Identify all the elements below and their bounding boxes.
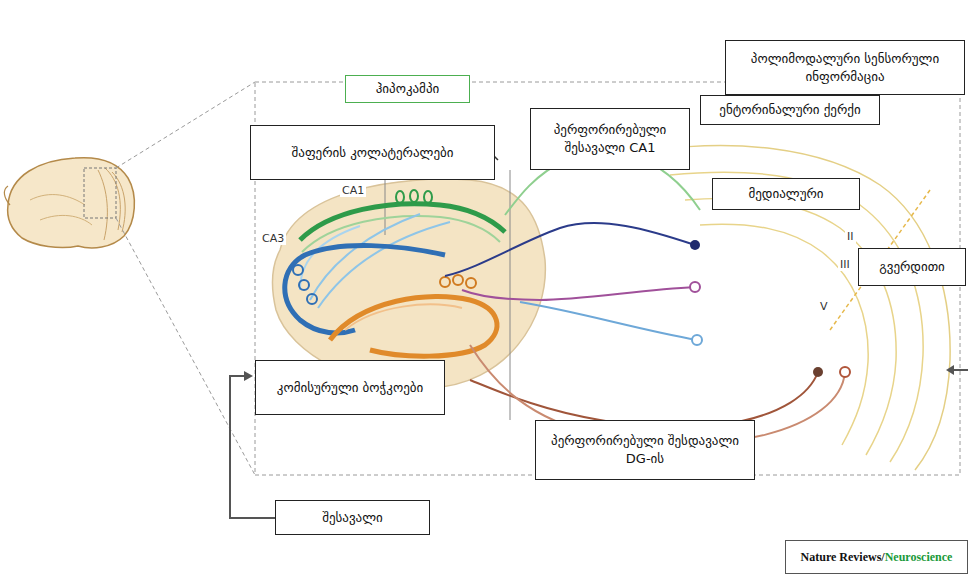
box-text: ჰიპოკამპი — [376, 80, 440, 98]
perforant-path — [445, 223, 695, 276]
cortex-layer — [670, 172, 923, 462]
mossy-fibre — [345, 304, 462, 330]
rat-brain — [8, 158, 135, 248]
cerebellum-folia — [98, 168, 125, 240]
pathway-box: კომისურული ბოჭკოები — [255, 360, 445, 415]
cortex-layer — [685, 198, 896, 455]
pathway-box: შაფერის კოლატერალები — [250, 125, 495, 180]
ca3-cell — [293, 265, 303, 275]
schaffer-fibre — [300, 226, 360, 290]
box-text: პერფორირებული შესდავალი DG-ის — [544, 432, 746, 467]
ec-cell — [813, 367, 823, 377]
zoom-line — [116, 218, 255, 475]
box-text: Neuroscience — [885, 550, 953, 565]
ca3-cells — [293, 265, 317, 304]
box-text: შაფერის კოლატერალები — [292, 144, 454, 162]
ec-cell — [840, 367, 850, 377]
region-label: CA3 — [260, 232, 286, 245]
box-text: შესავალი — [322, 509, 383, 527]
layer-label: II — [845, 230, 856, 243]
ca3-cell — [299, 280, 309, 290]
perforant-path — [520, 302, 697, 340]
ca1-cell — [396, 191, 404, 203]
cortex-layer — [700, 224, 868, 445]
dg-cells — [440, 275, 476, 288]
brain-gyri — [30, 195, 92, 225]
box-text: პოლიმოდალური სენსორული ინფორმაცია — [734, 50, 956, 85]
pathway-box: პერფორირებული შესავალი CA1 — [530, 108, 690, 170]
arrow-head — [244, 371, 253, 381]
ec-cell — [690, 282, 700, 292]
box-text: Nature Reviews/ — [801, 550, 885, 565]
zoom-line — [116, 82, 255, 168]
region-title: ჰიპოკამპი — [345, 75, 470, 103]
granule-cell — [440, 277, 450, 287]
layer-label: III — [838, 258, 852, 271]
input-box: შესავალი — [275, 500, 430, 535]
olfactory-bulb — [4, 186, 10, 205]
zoom-box — [84, 168, 116, 218]
ca3-layer — [285, 246, 445, 333]
ec-cell — [692, 335, 702, 345]
ca1-cells — [396, 190, 432, 203]
box-text: კომისურული ბოჭკოები — [277, 379, 423, 397]
arrow-head — [946, 365, 954, 375]
region-label: CA1 — [340, 184, 366, 197]
input-arrow — [952, 369, 968, 371]
ca3-cell — [307, 294, 317, 304]
granule-cell — [466, 278, 476, 288]
region-box: გვერდითი — [858, 248, 966, 286]
ca1-cell — [424, 191, 432, 203]
region-box: ენტორინალური ქერქი — [700, 95, 880, 125]
perforant-path — [462, 287, 695, 300]
box-text: პერფორირებული შესავალი CA1 — [539, 121, 681, 156]
hippocampus — [273, 179, 546, 388]
box-text: ენტორინალური ქერქი — [719, 101, 860, 119]
ec-cell — [690, 240, 700, 250]
box-text: მედიალური — [748, 185, 823, 203]
schaffer-fibre — [310, 214, 420, 300]
source-box: Nature Reviews/Neuroscience — [785, 540, 968, 574]
granule-cell — [453, 275, 463, 285]
pathway-box: პერფორირებული შესდავალი DG-ის — [535, 420, 755, 480]
region-box: მედიალური — [712, 178, 860, 210]
box-text: გვერდითი — [879, 258, 945, 276]
info-box: პოლიმოდალური სენსორული ინფორმაცია — [725, 40, 965, 95]
layer-label: V — [818, 300, 830, 313]
ca1-cell — [410, 190, 418, 202]
